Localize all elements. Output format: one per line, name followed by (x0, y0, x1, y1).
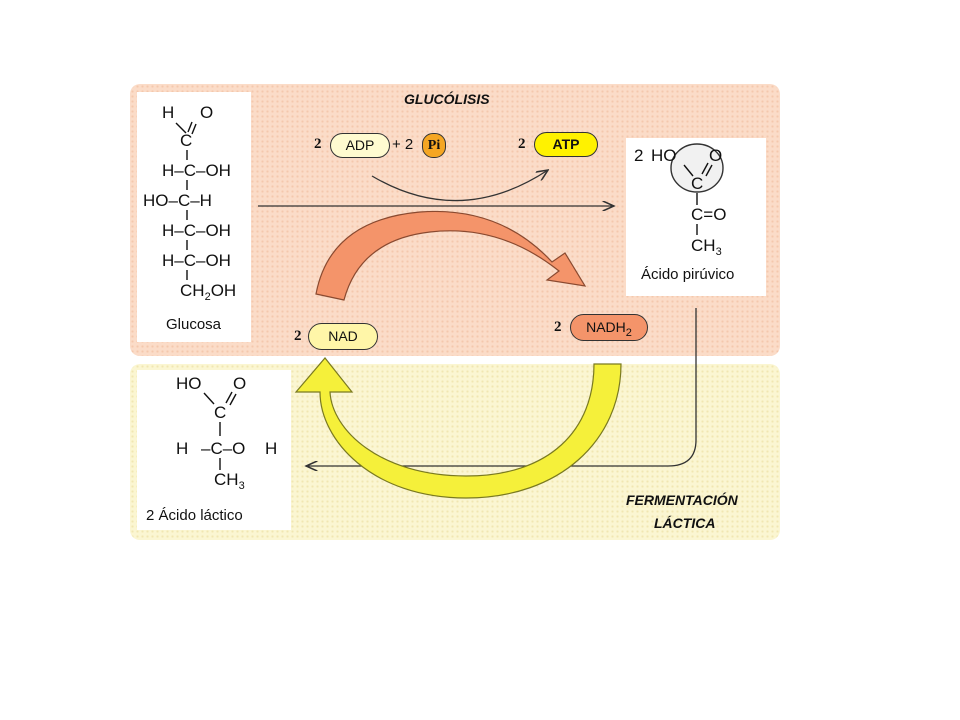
pyruvic-bonds (670, 143, 724, 235)
lactic-bonds (203, 391, 237, 470)
glucose-c2: H–C–OH (162, 161, 231, 180)
glucose-box (137, 92, 251, 342)
fermentation-heading-line2: LÁCTICA (654, 515, 716, 531)
glucose-c3: HO–C–H (143, 191, 212, 210)
glucose-bonds (175, 121, 197, 280)
atp-curve-arrow (371, 170, 548, 202)
glucose-c5: H–C–OH (162, 251, 231, 270)
adp-pill: ADP (330, 133, 390, 158)
lactic-c: C (214, 403, 227, 422)
lactic-o: O (233, 374, 247, 393)
yellow-arrow-icon (294, 357, 622, 499)
glucose-c4: H–C–OH (162, 221, 231, 240)
fermentation-heading-line1: FERMENTACIÓN (626, 492, 738, 508)
glucose-c6: CH2OH (180, 281, 237, 303)
pyruvic-keto: C=O (691, 205, 727, 224)
pyruvic-c: C (691, 174, 704, 193)
pi-pill: Pi (422, 133, 446, 158)
lactic-box (137, 370, 291, 530)
pyruvic-label: Ácido pirúvico (641, 266, 735, 283)
lactic-h-right: H (265, 439, 278, 458)
glycolysis-heading: GLUCÓLISIS (404, 91, 490, 107)
glucose-o: O (200, 103, 214, 122)
orange-arrow-icon (315, 210, 587, 301)
lactic-label: 2 Ácido láctico (146, 507, 243, 524)
lactic-methyl: CH3 (214, 470, 245, 492)
adp-coef: 2 (314, 136, 322, 152)
glucose-label: Glucosa (166, 316, 222, 333)
pyruvic-ho: HO (651, 146, 677, 165)
pyruvic-methyl: CH3 (691, 236, 722, 258)
atp-pill: ATP (534, 132, 598, 157)
lactic-ho: HO (176, 374, 202, 393)
glucose-h: H (162, 103, 175, 122)
nadh2-coef: 2 (554, 319, 562, 335)
glucose-c1: C (180, 131, 193, 150)
nadh2-pill: NADH2 (570, 314, 648, 341)
pyruvic-box (626, 138, 766, 296)
fermentation-arrow (306, 308, 697, 466)
pyruvic-o: O (709, 146, 723, 165)
lactic-mid: –C–O (201, 439, 246, 458)
nad-pill: NAD (308, 323, 378, 350)
atp-coef: 2 (518, 136, 526, 152)
pyruvic-coef: 2 (634, 146, 644, 165)
nad-coef: 2 (294, 328, 302, 344)
plus-sign: + 2 (392, 136, 414, 153)
lactic-h-left: H (176, 439, 189, 458)
